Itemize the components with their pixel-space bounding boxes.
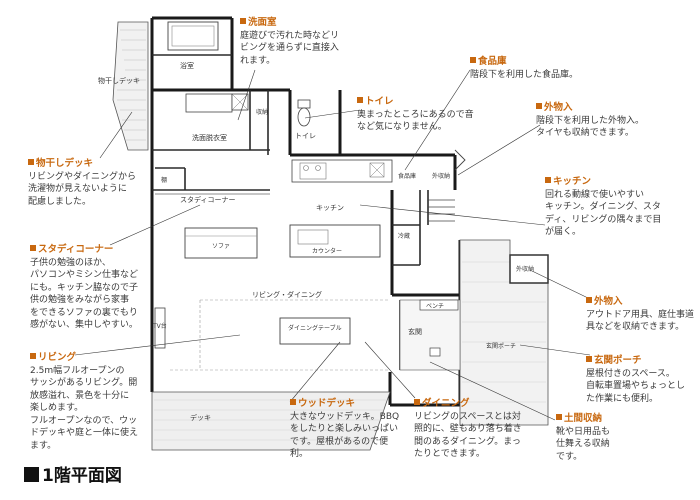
annotation-heading: トイレ — [365, 96, 394, 107]
annotation-pantry: 食品庫 階段下を利用した食品庫。 — [470, 56, 578, 81]
drying-deck-hatch — [117, 29, 146, 141]
annotation-heading: 土間収納 — [564, 413, 603, 424]
wash-basin — [185, 93, 233, 113]
room-kitchen: キッチン — [316, 204, 344, 212]
room-outdoor-storage: 外収納 — [432, 172, 450, 180]
living-dashes — [170, 299, 390, 371]
room-shelf: 棚 — [161, 176, 167, 184]
annotation-heading: スタディコーナー — [38, 244, 114, 255]
stairs — [428, 199, 455, 222]
annotation-body: 2.5m幅フルオープンの サッシがあるリビング。開 放感溢れ、景色を十分に 楽し… — [30, 365, 139, 451]
room-living-dining: リビング・ダイニング — [252, 290, 322, 299]
interior-walls — [152, 54, 429, 370]
annotation-kitchen: キッチン 回れる動線で使いやすい キッチン。ダイニング、スタ ディ、リビングの隅… — [545, 176, 661, 239]
room-dining-table: ダイニングテーブル — [288, 324, 342, 332]
annotation-body: 階段下を利用した外物入。 タイヤも収納できます。 — [536, 115, 645, 139]
wood-deck-hatch — [154, 399, 387, 441]
annotation-heading: 外物入 — [594, 296, 623, 307]
room-bench: ベンチ — [426, 303, 444, 310]
annotation-dining: ダイニング リビングのスペースとは対 照的に、壁もあり落ち着き 間のあるダイニン… — [414, 398, 522, 461]
room-bath: 浴室 — [180, 61, 194, 70]
annotation-heading: ウッドデッキ — [298, 398, 356, 409]
annotation-heading: 洗面室 — [248, 17, 277, 28]
annotation-body: 庭遊びで汚れた時などリ ビングを通らずに直接入 れます。 — [240, 30, 340, 66]
room-study-corner: スタディコーナー — [180, 195, 236, 204]
page-title: 1階平面図 — [24, 461, 122, 486]
room-washroom: 洗面脱衣室 — [192, 133, 227, 142]
annotation-outdoor-storage-2: 外物入 アウトドア用具、庭仕事道 具などを収納できます。 — [586, 296, 694, 334]
room-counter: カウンター — [312, 247, 342, 255]
annotation-body: リビングやダイニングから 洗濯物が見えないように 配慮しました。 — [28, 171, 137, 207]
leader-lines — [74, 69, 591, 421]
room-deck: デッキ — [190, 413, 211, 422]
annotation-heading: ダイニング — [422, 398, 470, 409]
annotation-toilet: トイレ 奥まったところにあるので音 など気になりません。 — [357, 96, 474, 134]
wood-deck-area — [151, 391, 391, 451]
drying-deck-area — [112, 21, 149, 151]
room-storage: 収納 — [256, 108, 268, 116]
annotation-body: 階段下を利用した食品庫。 — [470, 69, 579, 80]
annotation-heading: 物干しデッキ — [36, 158, 94, 169]
annotation-earthen-storage: 土間収納 靴や日用品も 仕舞える収納 です。 — [556, 413, 610, 463]
page-title-text: 1階平面図 — [42, 466, 122, 486]
annotation-body: 屋根付きのスペース。 自転車置場やちょっとし た作業にも便利。 — [586, 368, 686, 404]
annotation-body: 子供の勉強のほか、 パソコンやミシン仕事など にも。キッチン脇なので子 供の勉強… — [30, 257, 139, 331]
annotation-outdoor-storage: 外物入 階段下を利用した外物入。 タイヤも収納できます。 — [536, 102, 644, 140]
annotation-wood-deck: ウッドデッキ 大きなウッドデッキ。BBQ をしたりと楽しみいっぱい です。屋根が… — [290, 398, 399, 461]
annotation-heading: リビング — [38, 352, 77, 363]
kitchen-island — [289, 224, 381, 258]
annotation-washroom: 洗面室 庭遊びで汚れた時などリ ビングを通らずに直接入 れます。 — [240, 17, 339, 67]
annotation-body: 回れる動線で使いやすい キッチン。ダイニング、スタ ディ、リビングの隅々まで目 … — [545, 189, 662, 238]
annotation-body: 靴や日用品も 仕舞える収納 です。 — [556, 426, 611, 462]
toilet-fixture — [297, 99, 311, 109]
dining-table-shape — [279, 317, 351, 345]
bench-shape — [419, 299, 459, 311]
room-pantry: 食品庫 — [398, 172, 416, 180]
room-toilet: トイレ — [295, 132, 316, 140]
room-outside-storage2: 外収納 — [516, 265, 534, 273]
room-entrance: 玄関 — [408, 327, 422, 336]
entrance-area — [399, 299, 461, 371]
tv-unit — [154, 307, 166, 349]
annotation-heading: 外物入 — [544, 102, 573, 113]
annotation-drying-deck: 物干しデッキ リビングやダイニングから 洗濯物が見えないように 配慮しました。 — [28, 158, 136, 208]
room-drying-deck: 物干しデッキ — [98, 76, 140, 85]
room-tv: TV台 — [152, 322, 167, 330]
annotation-entrance-porch: 玄関ポーチ 屋根付きのスペース。 自転車置場やちょっとし た作業にも便利。 — [586, 355, 685, 405]
kitchen-back-counter — [291, 159, 393, 183]
annotation-body: 大きなウッドデッキ。BBQ をしたりと楽しみいっぱい です。屋根があるので便 利… — [290, 411, 400, 460]
room-fridge: 冷蔵 — [398, 232, 410, 240]
sofa-shape — [184, 227, 258, 259]
annotation-study-corner: スタディコーナー 子供の勉強のほか、 パソコンやミシン仕事など にも。キッチン脇… — [30, 244, 138, 332]
room-sofa: ソファ — [212, 243, 230, 250]
annotation-body: アウトドア用具、庭仕事道 具などを収納できます。 — [586, 309, 695, 333]
bathtub — [167, 21, 219, 51]
annotation-heading: キッチン — [553, 176, 592, 187]
annotation-body: 奥まったところにあるので音 など気になりません。 — [357, 109, 474, 133]
annotation-heading: 玄関ポーチ — [594, 355, 642, 366]
annotation-living: リビング 2.5m幅フルオープンの サッシがあるリビング。開 放感溢れ、景色を十… — [30, 352, 138, 452]
annotation-body: リビングのスペースとは対 照的に、壁もあり落ち着き 間のあるダイニング。まっ た… — [414, 411, 522, 460]
room-entrance-porch: 玄関ポーチ — [486, 342, 516, 350]
outside-storage-box — [509, 254, 549, 284]
annotation-heading: 食品庫 — [478, 56, 507, 67]
